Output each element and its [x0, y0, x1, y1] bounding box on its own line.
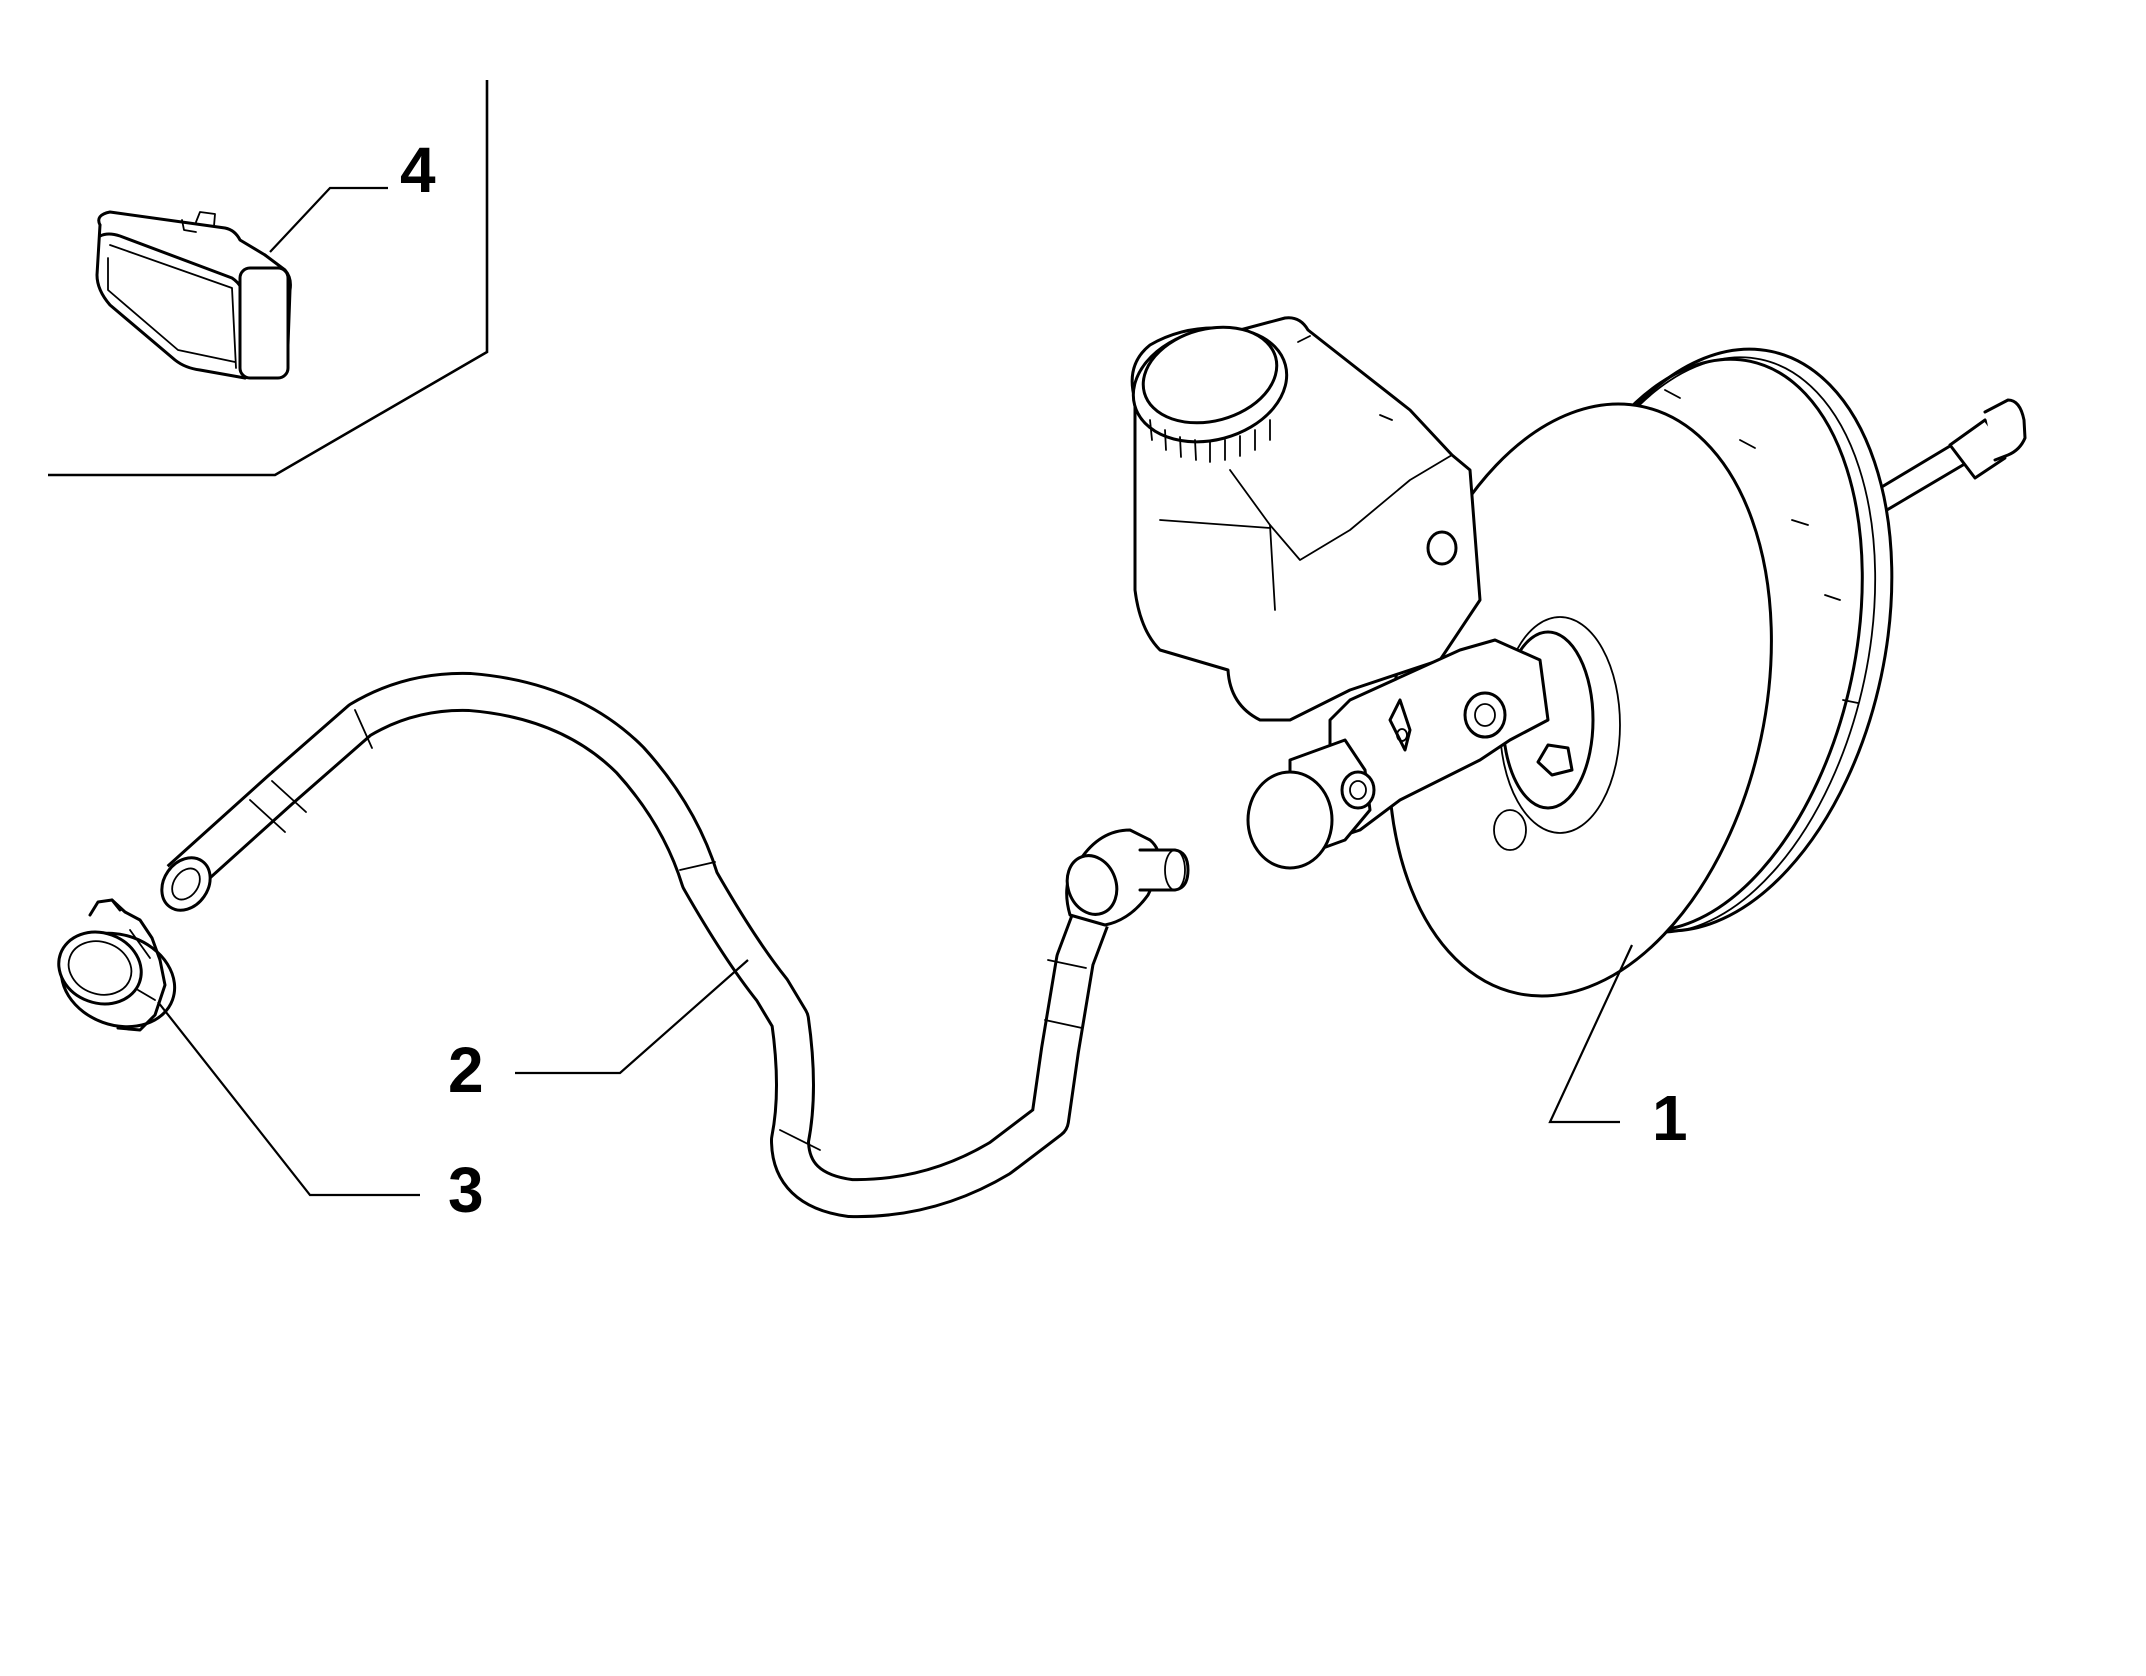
callout-1: 1 [1652, 1082, 1688, 1154]
leader-4 [269, 186, 388, 253]
callout-3: 3 [448, 1154, 484, 1226]
part-2-vacuum-hose[interactable] [152, 671, 1190, 1219]
callout-2: 2 [448, 1034, 484, 1106]
leader-1 [1548, 944, 1633, 1124]
callout-4: 4 [400, 134, 436, 206]
part-1-brake-booster[interactable] [1120, 312, 2027, 1032]
leader-2 [515, 959, 749, 1075]
part-3-hose-clamp[interactable] [48, 898, 188, 1042]
part-4-connector-cap[interactable] [95, 210, 292, 380]
leader-3 [157, 1001, 420, 1197]
inset-frame [48, 80, 489, 477]
